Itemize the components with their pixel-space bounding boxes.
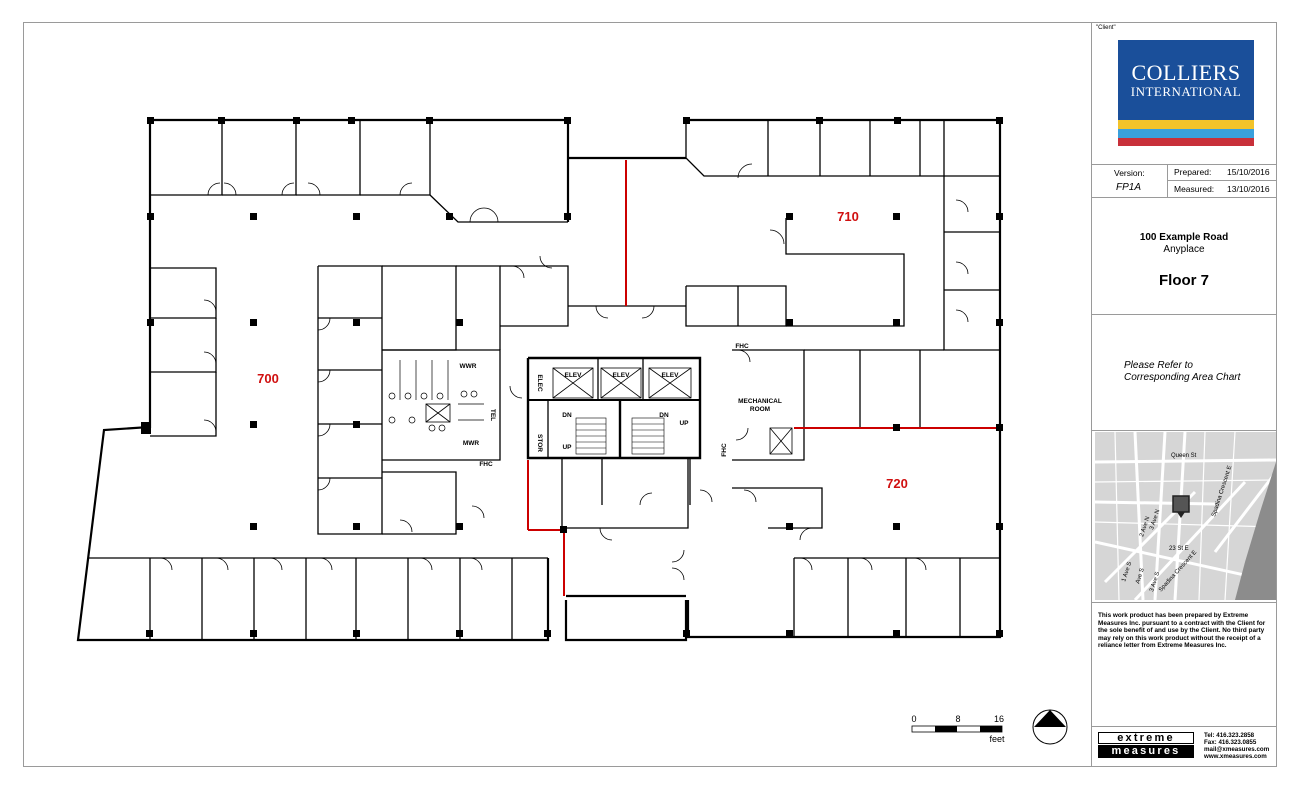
stairs — [575, 417, 665, 455]
elevators — [425, 367, 793, 455]
mwr-label: MWR — [463, 440, 480, 447]
version-value: FP1A — [1116, 182, 1142, 193]
divider — [1092, 197, 1276, 198]
prepared-label: Prepared: — [1174, 167, 1212, 177]
extreme-measures-logo: extreme measures — [1098, 730, 1194, 758]
fhc-label-west: FHC — [479, 461, 493, 468]
client-label: "Client" — [1096, 25, 1116, 31]
address-line-2: Anyplace — [1163, 244, 1205, 255]
up-label-1: UP — [562, 444, 572, 451]
scale-16: 16 — [994, 714, 1004, 724]
logo-blue-panel: COLLIERS INTERNATIONAL — [1118, 40, 1254, 120]
columns — [141, 117, 1003, 637]
contact-web: www.xmeasures.com — [1204, 753, 1267, 760]
map-23-st: 23 St E — [1169, 546, 1189, 552]
measured-label: Measured: — [1174, 184, 1215, 194]
version-label: Version: — [1114, 168, 1145, 178]
divider — [1167, 180, 1276, 181]
elev-label-3: ELEV — [662, 372, 680, 379]
scale-unit: feet — [989, 734, 1005, 744]
room-700-label: 700 — [257, 371, 279, 386]
dn-label-2: DN — [659, 412, 669, 419]
refer-line-1: Please Refer to — [1124, 360, 1193, 371]
interior-walls — [88, 120, 1000, 640]
room-label: ROOM — [750, 406, 770, 413]
logo-band-blue — [1118, 129, 1254, 138]
room-710-label: 710 — [837, 209, 859, 224]
logo-band-yellow — [1118, 120, 1254, 129]
elev-label-1: ELEV — [565, 372, 583, 379]
washroom-fixtures — [388, 360, 484, 432]
measured-value: 13/10/2016 — [1227, 184, 1270, 194]
fhc-label-north: FHC — [735, 343, 749, 350]
mechanical-label: MECHANICAL — [738, 398, 782, 405]
elev-label-2: ELEV — [613, 372, 631, 379]
logo-line-1: COLLIERS — [1131, 60, 1241, 85]
map-queen-st: Queen St — [1171, 453, 1197, 459]
em-logo-top: extreme — [1098, 732, 1194, 744]
divider — [1092, 602, 1276, 603]
divider — [1092, 726, 1276, 727]
contact-mail: mail@xmeasures.com — [1204, 746, 1270, 753]
scale-8: 8 — [955, 714, 960, 724]
em-logo-bottom: measures — [1098, 745, 1194, 758]
contact-tel: Tel: 416.323.2858 — [1204, 732, 1255, 739]
stor-label: STOR — [536, 434, 543, 452]
title-block: "Client" COLLIERS INTERNATIONAL Version:… — [1091, 22, 1277, 767]
divider — [1092, 164, 1276, 165]
north-arrow-icon — [1032, 709, 1068, 745]
elec-label: ELEC — [536, 374, 543, 392]
colliers-logo: COLLIERS INTERNATIONAL — [1118, 40, 1254, 146]
divider — [1092, 314, 1276, 315]
logo-band-red — [1118, 138, 1254, 146]
demising-lines — [527, 160, 1000, 596]
contact-fax: Fax: 416.323.0855 — [1204, 739, 1257, 746]
location-map: Queen St Spadina Crescent E Spadina Cres… — [1095, 432, 1276, 600]
drawing-border — [23, 22, 1277, 767]
dn-label-1: DN — [562, 412, 572, 419]
address-line-1: 100 Example Road — [1139, 232, 1229, 243]
floor-title: Floor 7 — [1158, 272, 1209, 289]
prepared-value: 15/10/2016 — [1227, 167, 1270, 177]
logo-line-2: INTERNATIONAL — [1130, 84, 1242, 99]
door-swings — [159, 163, 969, 581]
floor-plan: 700 710 720 ELEV ELEV ELEV ELEC TEL STOR… — [76, 117, 1068, 745]
refer-line-2: Corresponding Area Chart — [1124, 372, 1241, 383]
divider — [1092, 430, 1276, 431]
map-ave-s: Ave S — [1135, 568, 1146, 585]
tel-label: TEL — [489, 409, 496, 421]
room-720-label: 720 — [886, 476, 908, 491]
scale-0: 0 — [911, 714, 916, 724]
contact-info: Tel: 416.323.2858 Fax: 416.323.0855 mail… — [1204, 732, 1269, 760]
fhc-label-east: FHC — [721, 443, 728, 457]
disclaimer-text: This work product has been prepared by E… — [1098, 612, 1266, 650]
refer-note: Please Refer to Corresponding Area Chart — [1124, 360, 1240, 384]
wwr-label: WWR — [460, 363, 477, 370]
location-map-drawing: Queen St Spadina Crescent E Spadina Cres… — [1095, 432, 1276, 600]
up-label-2: UP — [679, 420, 689, 427]
scale-bar — [911, 725, 1003, 733]
